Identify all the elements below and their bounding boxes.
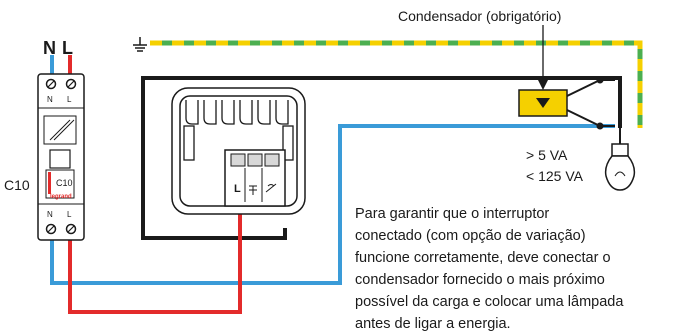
load-min-label: > 5 VA — [526, 147, 568, 163]
live-label: L — [62, 38, 73, 58]
breaker-rating-label: C10 — [4, 177, 30, 193]
note-line: funcione corretamente, deve conectar o — [355, 250, 611, 266]
breaker-face-rating: C10 — [56, 178, 73, 188]
capacitor — [518, 25, 615, 130]
note-line: antes de ligar a energia. — [355, 316, 511, 332]
breaker-top-n: N — [47, 95, 53, 104]
neutral-wire — [50, 124, 615, 285]
earth-icon — [133, 37, 147, 52]
terminal-switched-symbol — [249, 185, 257, 195]
connected-switch: L — [171, 87, 306, 215]
note-line: condensador fornecido o mais próximo — [355, 272, 605, 288]
switch-terminal-l: L — [234, 183, 241, 195]
breaker-brand: legrand — [50, 194, 72, 200]
breaker-bottom-n: N — [47, 210, 53, 219]
breaker-top-l: L — [67, 95, 72, 104]
note-line: Para garantir que o interruptor — [355, 206, 550, 222]
terminal-dimmer-symbol — [265, 183, 277, 193]
load-max-label: < 125 VA — [526, 168, 583, 184]
breaker-bottom-l: L — [67, 210, 72, 219]
capacitor-label: Condensador (obrigatório) — [398, 8, 562, 24]
switched-wire — [141, 76, 622, 240]
note-line: possível da carga e colocar uma lâmpada — [355, 294, 624, 310]
live-wire — [68, 194, 242, 314]
earth-wire — [150, 40, 643, 128]
note-line: conectado (com opção de variação) — [355, 228, 586, 244]
neutral-label: N — [43, 38, 56, 58]
lamp-icon — [604, 128, 636, 191]
installation-note: Para garantir que o interruptor conectad… — [355, 203, 675, 335]
circuit-breaker: C10 legrand N L N L — [37, 73, 85, 241]
